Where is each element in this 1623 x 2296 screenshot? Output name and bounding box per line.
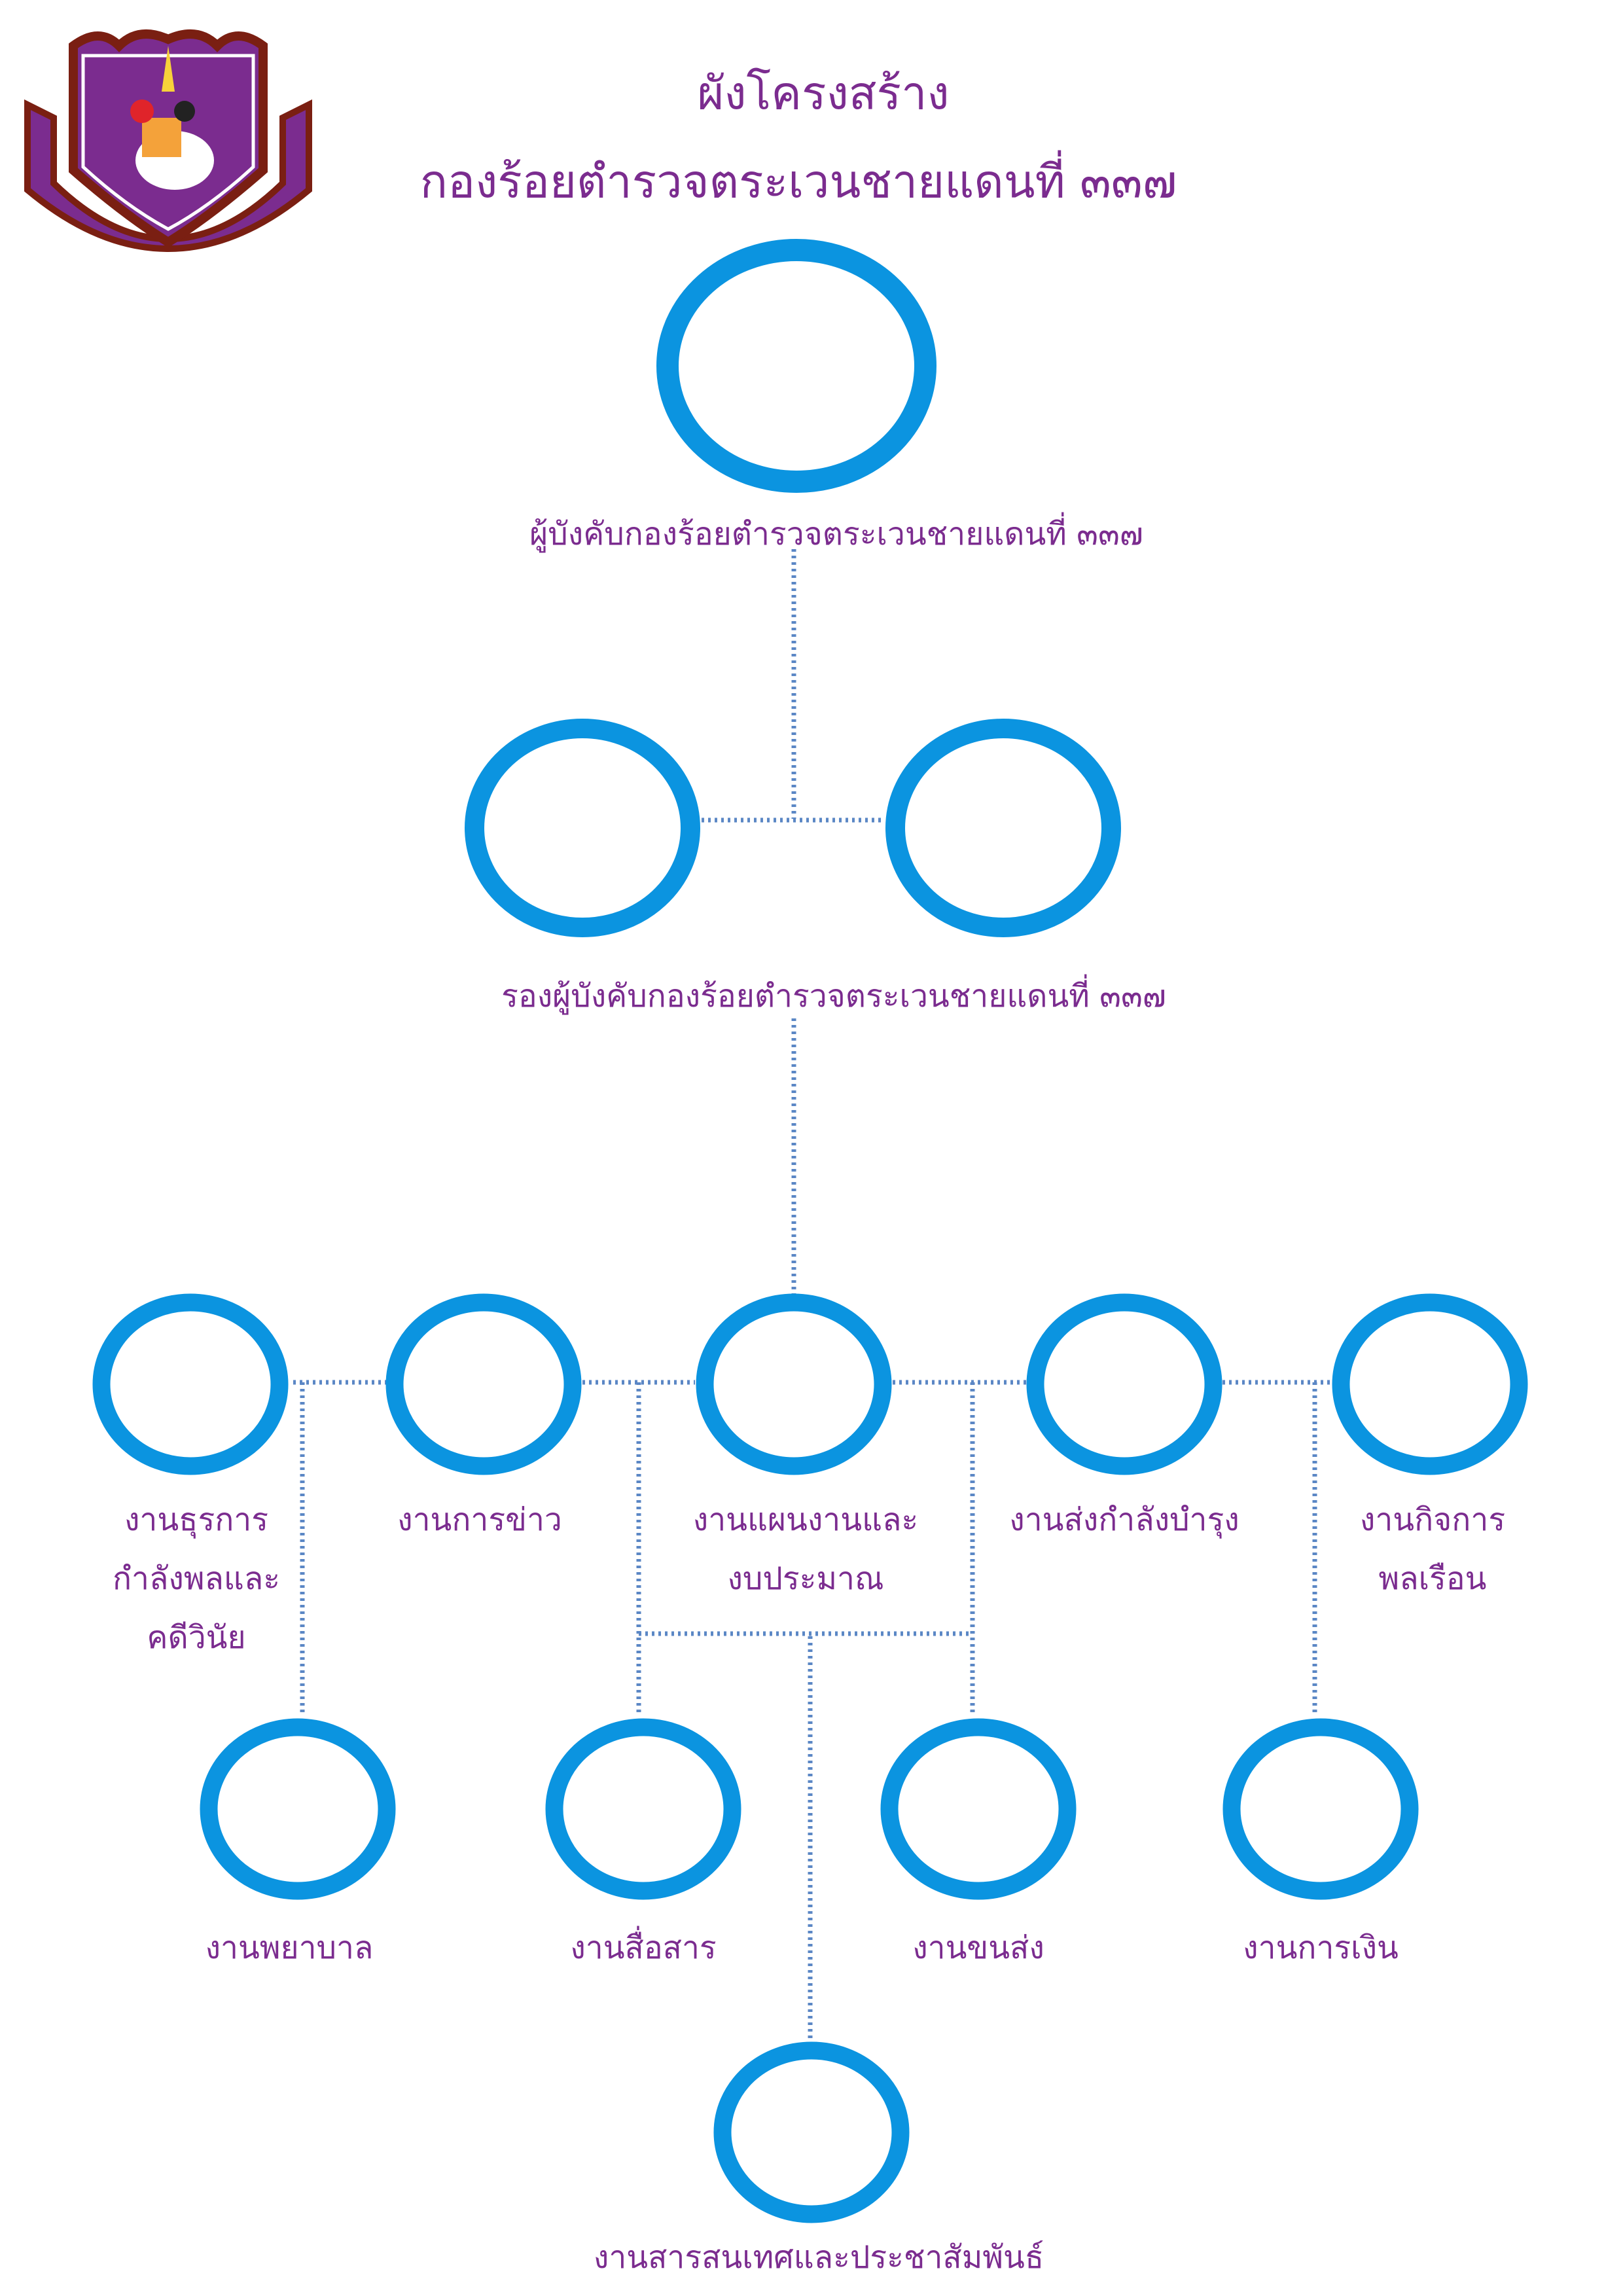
medical-photo-circle <box>200 1718 396 1900</box>
admin-label-3: คดีวินัย <box>147 1619 246 1656</box>
it-pr-label: งานสารสนเทศและประชาสัมพันธ์ <box>593 2239 1044 2276</box>
civil-label-2: พลเรือน <box>1378 1560 1487 1597</box>
civil-photo-circle <box>1332 1293 1528 1475</box>
transport-photo-circle <box>880 1718 1077 1900</box>
deputy2-photo-circle <box>885 719 1121 937</box>
comms-label: งานสื่อสาร <box>570 1929 717 1966</box>
unit-emblem-logo <box>24 29 312 252</box>
admin-label-2: กำลังพลและ <box>112 1560 281 1597</box>
logistics-label: งานส่งกำลังบำรุง <box>1009 1501 1240 1538</box>
finance-label: งานการเงิน <box>1243 1929 1399 1966</box>
finance-photo-circle <box>1222 1718 1419 1900</box>
chart-title-line2: กองร้อยตำรวจตระเวนชายแดนที่ ๓๓๗ <box>419 154 1177 209</box>
deputy-label: รองผู้บังคับกองร้อยตำรวจตระเวนชายแดนที่ … <box>501 978 1166 1014</box>
transport-label: งานขนส่ง <box>912 1929 1044 1966</box>
commander-photo-circle <box>656 239 936 493</box>
admin-photo-circle <box>92 1293 289 1475</box>
logistics-photo-circle <box>1026 1293 1222 1475</box>
admin-label-1: งานธุรการ <box>124 1501 269 1538</box>
commander-label: ผู้บังคับกองร้อยตำรวจตระเวนชายแดนที่ ๓๓๗ <box>529 516 1143 552</box>
intel-photo-circle <box>385 1293 582 1475</box>
comms-photo-circle <box>545 1718 741 1900</box>
plans-label-2: งบประมาณ <box>727 1560 884 1597</box>
plans-photo-circle <box>696 1293 892 1475</box>
intel-label: งานการข่าว <box>397 1501 562 1538</box>
civil-label-1: งานกิจการ <box>1359 1501 1506 1538</box>
plans-label-1: งานแผนงานและ <box>692 1501 919 1538</box>
chart-title-line1: ผังโครงสร้าง <box>697 66 950 120</box>
it-pr-photo-circle <box>713 2041 910 2223</box>
medical-label: งานพยาบาล <box>205 1929 374 1966</box>
deputy1-photo-circle <box>465 719 700 937</box>
